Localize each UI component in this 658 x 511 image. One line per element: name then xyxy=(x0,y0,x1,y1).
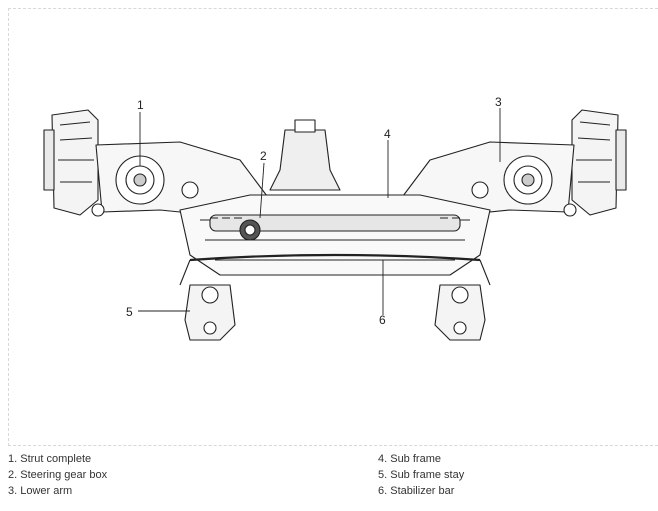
callout-3: 3 xyxy=(495,95,502,109)
steering-gear-box xyxy=(209,214,461,241)
callout-6: 6 xyxy=(379,313,386,327)
legend-item: 2. Steering gear box xyxy=(8,469,108,481)
subframe-assembly-drawing xyxy=(43,108,627,341)
callout-4: 4 xyxy=(384,127,391,141)
legend-item: 4. Sub frame xyxy=(378,453,441,465)
legend-column-left: 1. Strut complete 2. Steering gear box 3… xyxy=(8,451,107,499)
leader-line-2 xyxy=(259,162,265,219)
left-lower-arm xyxy=(91,141,271,219)
legend-item: 6. Stabilizer bar xyxy=(378,485,455,497)
legend-item: 5. Sub frame stay xyxy=(378,469,465,481)
diagram-frame xyxy=(8,8,658,446)
callout-2: 2 xyxy=(260,149,267,163)
right-hub xyxy=(571,109,627,216)
callout-1: 1 xyxy=(137,98,144,112)
left-sub-frame-stay xyxy=(184,284,236,341)
stabilizer-bar xyxy=(179,253,491,286)
legend-column-right: 4. Sub frame 5. Sub frame stay 6. Stabil… xyxy=(378,451,464,499)
right-sub-frame-stay xyxy=(434,284,486,341)
callout-5: 5 xyxy=(126,305,133,319)
legend-item: 1. Strut complete xyxy=(8,453,92,465)
left-hub xyxy=(43,109,99,216)
legend-item: 3. Lower arm xyxy=(8,485,73,497)
